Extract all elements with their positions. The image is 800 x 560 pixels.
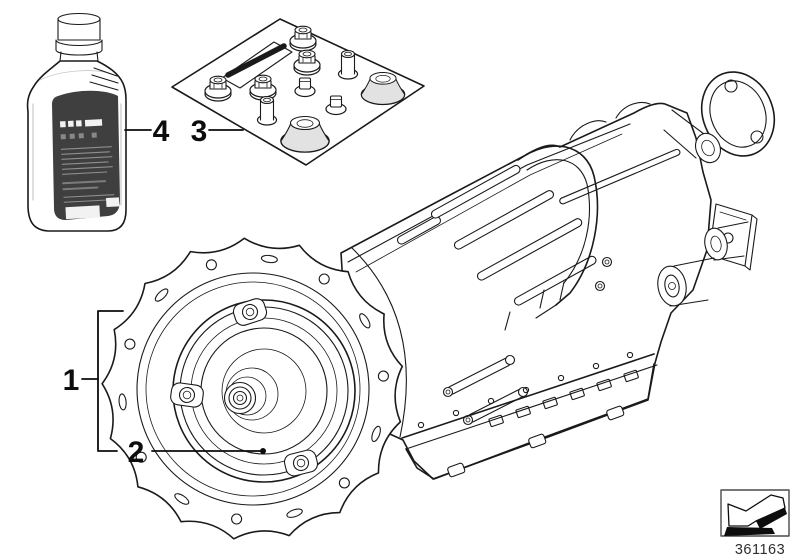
flange-bolt-hole	[371, 425, 381, 443]
intermediate-housing	[504, 145, 599, 331]
hex-plug	[249, 74, 277, 101]
flange-bolt-hole	[124, 338, 136, 350]
converter-boss	[283, 449, 319, 477]
connector-cylinders	[657, 221, 749, 307]
flange-bolt-hole	[338, 477, 350, 489]
bottle-label-print	[59, 119, 120, 220]
callout-1: 1	[63, 310, 124, 452]
callout-1-label: 1	[63, 364, 80, 397]
flange-bolt-hole	[174, 493, 190, 505]
flange-bolt-hole	[205, 259, 217, 271]
tube-plug	[337, 49, 359, 80]
callout-4: 4	[124, 115, 170, 148]
converter-boss	[232, 298, 268, 326]
flange-bolt-hole	[260, 254, 278, 264]
flange-bolt-hole	[286, 508, 303, 518]
seal-plug-kit	[171, 18, 425, 166]
flange-bolt-hole	[359, 313, 371, 329]
cone-cap	[280, 115, 330, 153]
callouts: 4 3 1 2	[63, 115, 266, 469]
flange-bolt-hole	[377, 370, 389, 382]
converter-boss	[170, 382, 204, 408]
torque-converter	[170, 298, 356, 483]
callout-3: 3	[191, 115, 244, 148]
oil-pan	[401, 351, 658, 480]
footer: 361163	[720, 489, 790, 558]
bottle-cap	[55, 12, 103, 62]
callout-4-label: 4	[153, 115, 170, 148]
oil-bottle	[26, 12, 127, 232]
flange-bolt-hole	[231, 513, 243, 525]
hex-plug	[293, 49, 321, 76]
callout-2: 2	[128, 436, 266, 469]
flange-bolt-hole	[154, 288, 169, 302]
callout-2-label: 2	[128, 436, 145, 469]
flange-bolt-hole	[118, 393, 127, 411]
flange-bolt-hole	[318, 273, 330, 285]
square-plug	[294, 77, 316, 98]
square-plug	[325, 95, 347, 116]
converter-hub	[223, 381, 257, 415]
automatic-transmission	[101, 71, 776, 540]
tube-plug	[256, 95, 278, 126]
direction-arrow-icon	[724, 494, 787, 536]
hex-plug	[289, 25, 317, 52]
part-number-label: 361163	[735, 542, 785, 558]
callout-3-label: 3	[191, 115, 208, 148]
cone-cap	[360, 71, 406, 106]
case-ribs	[396, 164, 597, 306]
flange-bolt-hole	[135, 451, 147, 463]
output-flange	[663, 71, 776, 164]
hex-plug	[204, 75, 232, 102]
